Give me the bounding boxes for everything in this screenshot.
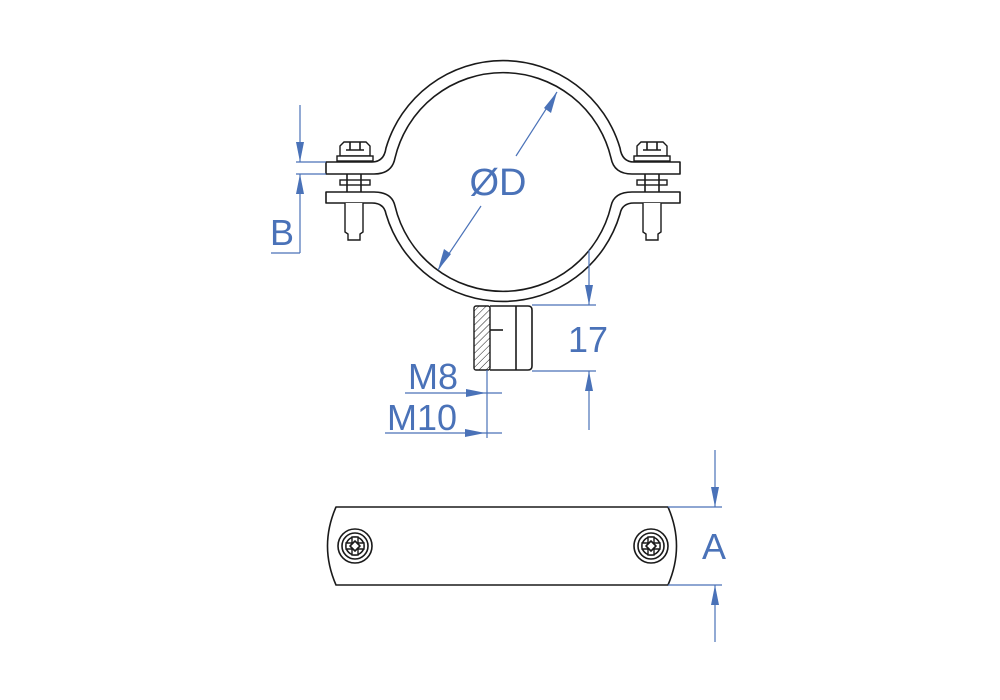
dimension-threads: M8 M10	[385, 356, 502, 438]
label-m8: M8	[408, 356, 458, 397]
label-b: B	[270, 212, 294, 253]
dimension-diameter: ØD	[437, 91, 558, 271]
bolt-right	[633, 141, 671, 241]
connector-nut	[473, 305, 533, 371]
clamp-lower-half	[325, 191, 681, 303]
dimension-nut-height: 17	[532, 250, 608, 430]
label-17: 17	[568, 319, 608, 360]
clamp-upper-half	[325, 59, 681, 175]
label-m10: M10	[387, 397, 457, 438]
dimension-b: B	[270, 105, 326, 254]
bolt-left	[336, 141, 374, 241]
label-a: A	[702, 526, 726, 567]
screw-head-left	[337, 528, 373, 564]
screw-head-right	[633, 528, 669, 564]
band-top-view	[326, 506, 678, 586]
label-diameter: ØD	[470, 162, 527, 204]
dimension-a: A	[668, 450, 726, 642]
